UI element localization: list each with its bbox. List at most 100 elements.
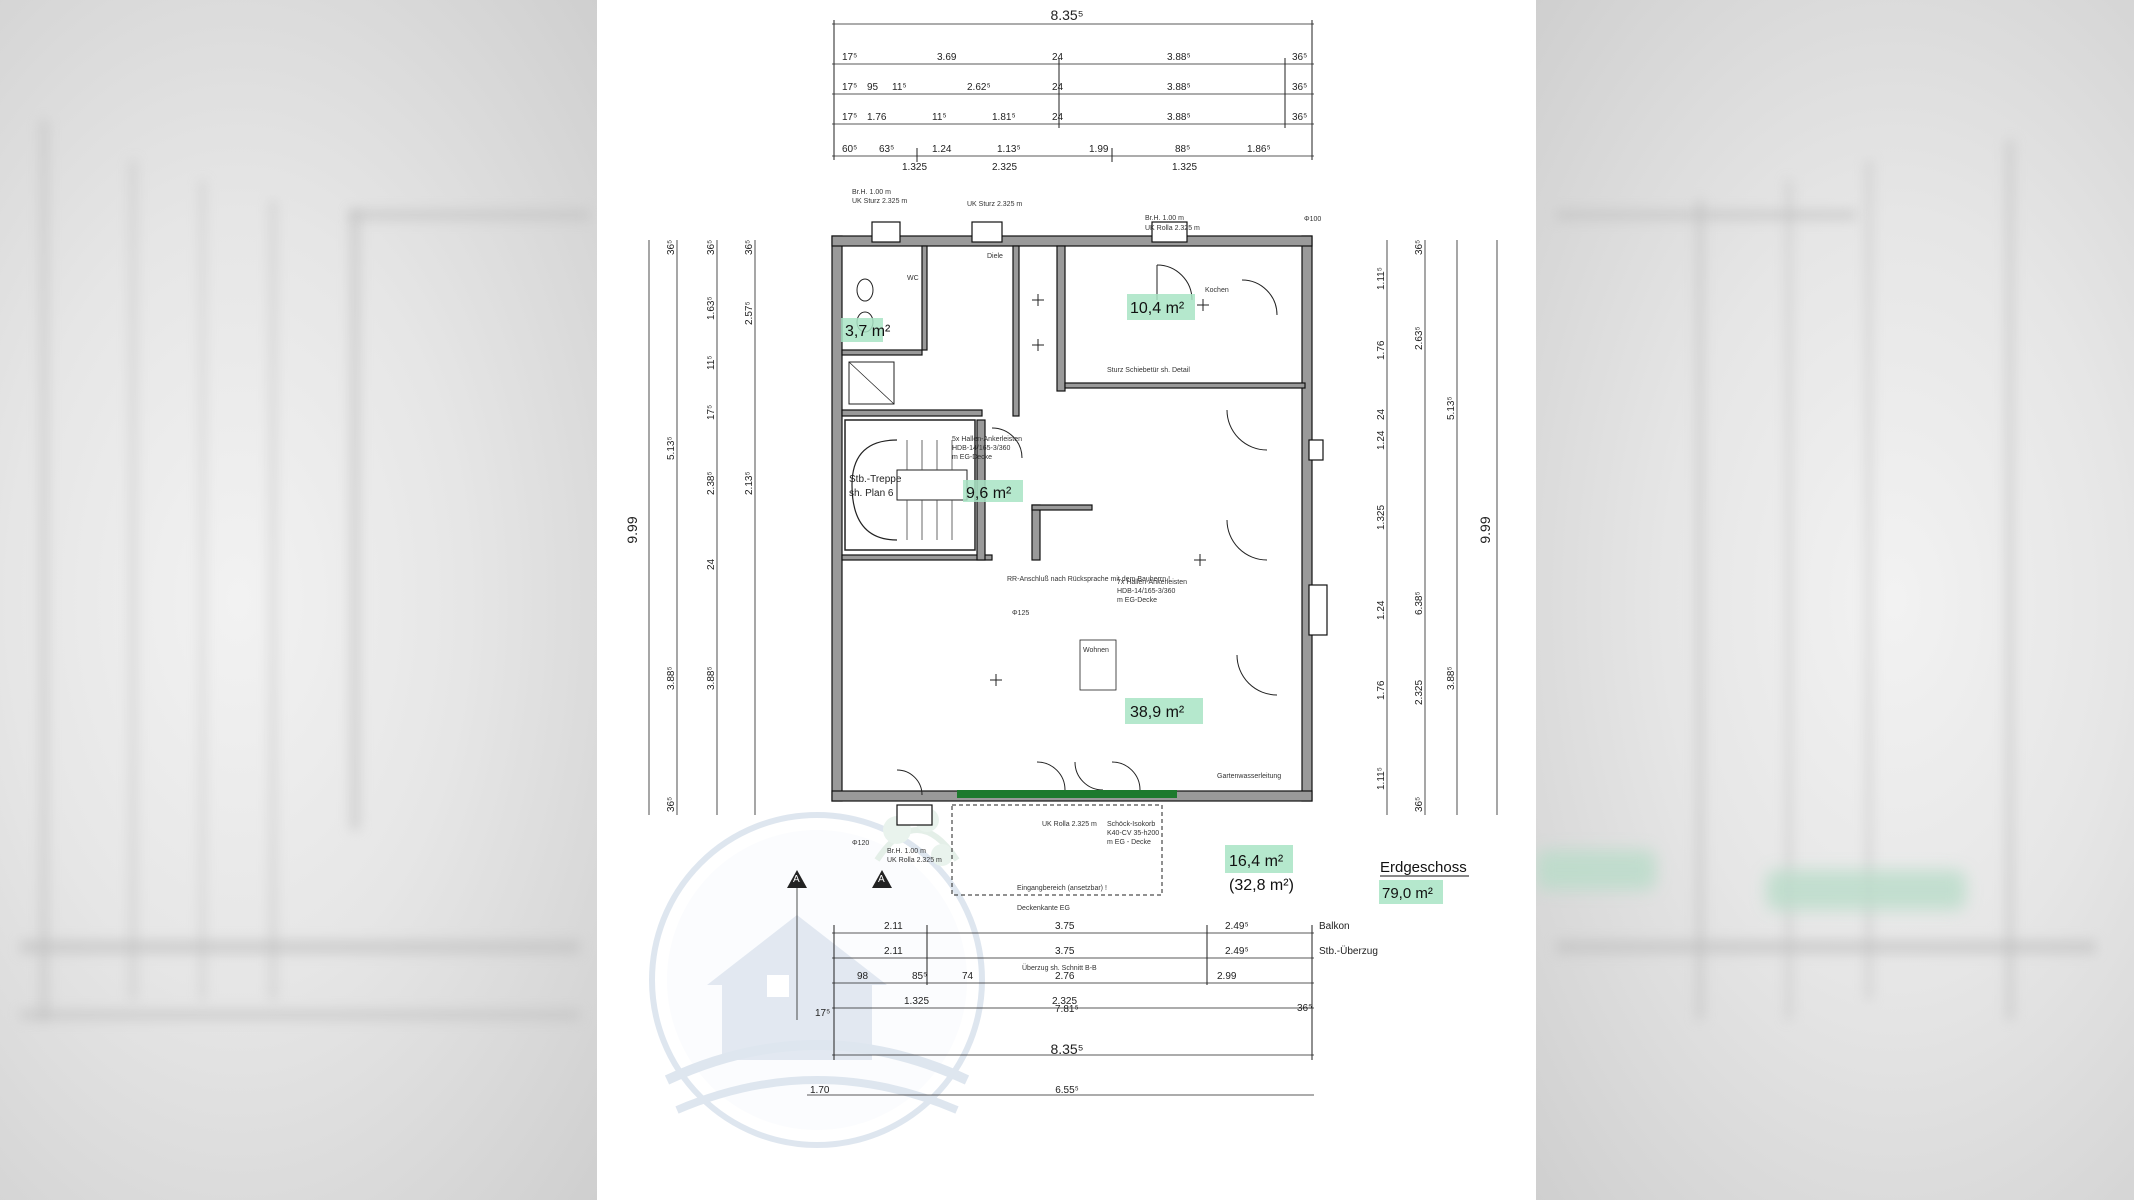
dim-label: 17⁵ — [815, 1008, 830, 1019]
note: Deckenkante EG — [1017, 905, 1070, 912]
dim-label: 3.88⁵ — [1167, 52, 1191, 63]
dim-label: 85⁵ — [912, 971, 927, 982]
dim-label: 3.88⁵ — [1167, 82, 1191, 93]
floor-plan-drawing: 8.35⁵ 17⁵ 3.69 24 3.88⁵ 36⁵ 17⁵ 95 11⁵ 2… — [624, 7, 1498, 1148]
dim-label: 2.11 — [884, 921, 903, 932]
note: 5x Hallen-Ankerleisten — [952, 436, 1022, 443]
dim-label: 2.13⁵ — [744, 471, 755, 495]
dim-label: 1.325 — [1376, 505, 1387, 530]
dim-label: 36⁵ — [1292, 82, 1307, 93]
dim-label: 36⁵ — [1414, 797, 1425, 812]
dim-label: 3.88⁵ — [666, 666, 677, 690]
dim-label: 24 — [1052, 82, 1064, 93]
note: Eingangbereich (ansetzbar) ! — [1017, 885, 1107, 892]
living-area-highlight — [1125, 698, 1203, 724]
note: UK Sturz 2.325 m — [852, 198, 907, 205]
doors — [896, 264, 1278, 796]
plan-title-block: Erdgeschoss 79,0 m² — [1379, 859, 1469, 904]
note: HDB-14/165-3/360 — [952, 445, 1010, 452]
dim-label: Stb.-Überzug — [1319, 945, 1378, 957]
note: Sturz Schiebetür sh. Detail — [1107, 367, 1190, 374]
dim-label: 1.76 — [867, 112, 887, 123]
windows — [871, 221, 1328, 826]
dim-label: 2.62⁵ — [967, 82, 991, 93]
hall-label: Diele — [987, 253, 1003, 260]
note: Φ125 — [1012, 610, 1029, 617]
stair-area-highlight — [963, 480, 1023, 502]
dim-label: 6.38⁵ — [1414, 591, 1425, 615]
dim-label: 1.86⁵ — [1247, 144, 1271, 155]
dim-label: 17⁵ — [842, 82, 857, 93]
note: UK Rolla 2.325 m — [1145, 225, 1200, 232]
dim-label: 36⁵ — [1292, 112, 1307, 123]
total-area: 79,0 m² — [1382, 885, 1433, 902]
dim-label: 36⁵ — [1414, 240, 1425, 255]
note: Gartenwasserleitung — [1217, 773, 1281, 780]
dim-label: 17⁵ — [842, 112, 857, 123]
dim-label: 2.325 — [1414, 680, 1425, 705]
dim-label: 1.13⁵ — [997, 144, 1021, 155]
dim-label: 2.325 — [1052, 996, 1077, 1007]
dim-label: 1.24 — [1376, 600, 1387, 620]
dim-label: 2.57⁵ — [744, 301, 755, 325]
dim-label: 36⁵ — [1297, 1003, 1312, 1014]
dim-label: 2.63⁵ — [1414, 326, 1425, 350]
floor-plan-sheet: 8.35⁵ 17⁵ 3.69 24 3.88⁵ 36⁵ 17⁵ 95 11⁵ 2… — [597, 0, 1536, 1200]
dim-label: 36⁵ — [744, 240, 755, 255]
living-area: 38,9 m² — [1130, 704, 1185, 721]
kitchen-area-highlight — [1127, 294, 1195, 320]
note: m EG-Decke — [1117, 597, 1157, 604]
dim-label: 1.11⁵ — [1376, 267, 1387, 290]
note: Br.H. 1.00 m — [852, 189, 891, 196]
note: UK Sturz 2.325 m — [967, 201, 1022, 208]
wc-area-highlight — [841, 318, 883, 342]
dim-label: 7.81⁵ — [1055, 1004, 1079, 1015]
section-a-label: A — [793, 874, 800, 885]
terrace-area-highlight — [1225, 845, 1293, 873]
dim-label: 88⁵ — [1175, 144, 1190, 155]
dim-label: 3.75 — [1055, 921, 1075, 932]
dim-label: Balkon — [1319, 921, 1350, 932]
wc-fixtures — [848, 278, 895, 405]
dim-label: 2.49⁵ — [1225, 921, 1249, 932]
note: Br.H. 1.00 m — [887, 848, 926, 855]
dim-label: 24 — [1052, 112, 1064, 123]
dim-label: 63⁵ — [879, 144, 894, 155]
light-symbols — [990, 294, 1209, 686]
section-a-label: A — [878, 874, 885, 885]
bottom-base-dim: 6.55⁵ — [1055, 1085, 1079, 1096]
dim-label: 1.99 — [1089, 144, 1109, 155]
room-labels: 3,7 m² WC 10,4 m² Kochen 9,6 m² Stb.-Tre… — [841, 253, 1294, 894]
terrace-threshold — [957, 790, 1177, 798]
note: UK Rolla 2.325 m — [1042, 821, 1097, 828]
note: 7x Hallen-Ankerleisten — [1117, 579, 1187, 586]
dim-label: 5.13⁵ — [666, 436, 677, 460]
overall-width-bottom: 8.35⁵ — [1050, 1041, 1083, 1057]
dim-label: 3.88⁵ — [1167, 112, 1191, 123]
dim-label: 1.325 — [1172, 162, 1197, 173]
dim-label: 11⁵ — [932, 112, 947, 123]
dim-label: 2.76 — [1055, 971, 1075, 982]
dim-label: 2.38⁵ — [706, 471, 717, 495]
stair-label: Stb.-Treppe — [849, 474, 902, 485]
dim-label: 36⁵ — [666, 797, 677, 812]
note: RR-Anschluß nach Rücksprache mit dem Bau… — [1007, 576, 1170, 583]
dim-label: 24 — [706, 558, 717, 570]
dim-label: 36⁵ — [706, 240, 717, 255]
living-label: Wohnen — [1083, 647, 1109, 654]
terrace-area-sub: (32,8 m²) — [1229, 877, 1294, 894]
dim-label: 1.11⁵ — [1376, 767, 1387, 790]
total-area-highlight — [1379, 880, 1443, 904]
note: m EG-Decke — [952, 454, 992, 461]
note: m EG - Decke — [1107, 839, 1151, 846]
top-dimensions: 8.35⁵ 17⁵ 3.69 24 3.88⁵ 36⁵ 17⁵ 95 11⁵ 2… — [832, 7, 1314, 173]
dim-label: 95 — [867, 82, 879, 93]
dim-label: 1.76 — [1376, 680, 1387, 700]
dim-label: 1.63⁵ — [706, 296, 717, 320]
terrace-outline — [951, 804, 1163, 896]
section-markers: A A — [787, 870, 892, 1020]
dim-label: 2.325 — [992, 162, 1017, 173]
dim-label: 2.49⁵ — [1225, 946, 1249, 957]
stair-area: 9,6 m² — [966, 485, 1012, 502]
dim-label: 2.99 — [1217, 971, 1237, 982]
